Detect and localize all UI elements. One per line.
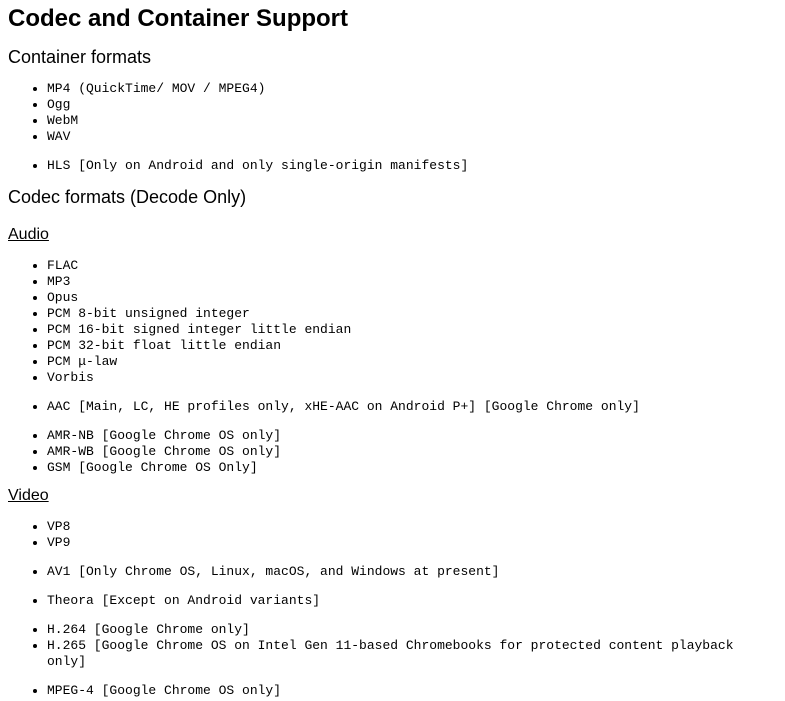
list-group-gap: [8, 415, 777, 428]
list-group: HLS [Only on Android and only single-ori…: [8, 158, 777, 174]
list-item: PCM 8-bit unsigned integer: [47, 306, 777, 322]
list-group-gap: [8, 580, 777, 593]
list-item: AV1 [Only Chrome OS, Linux, macOS, and W…: [47, 564, 777, 580]
page-title: Codec and Container Support: [8, 5, 349, 32]
video-codecs-list: VP8VP9AV1 [Only Chrome OS, Linux, macOS,…: [8, 519, 777, 699]
list-item: Ogg: [47, 97, 777, 113]
list-item: MPEG-4 [Google Chrome OS only]: [47, 683, 777, 699]
list-item: AMR-NB [Google Chrome OS only]: [47, 428, 777, 444]
list-group-gap: [8, 670, 777, 683]
list-item: PCM 32-bit float little endian: [47, 338, 777, 354]
list-item: MP3: [47, 274, 777, 290]
list-group-gap: [8, 386, 777, 399]
list-item: PCM 16-bit signed integer little endian: [47, 322, 777, 338]
list-group-gap: [8, 551, 777, 564]
list-item: VP8: [47, 519, 777, 535]
list-group-gap: [8, 609, 777, 622]
list-item: AMR-WB [Google Chrome OS only]: [47, 444, 777, 460]
list-group: MP4 (QuickTime/ MOV / MPEG4)OggWebMWAV: [8, 81, 777, 145]
list-item: MP4 (QuickTime/ MOV / MPEG4): [47, 81, 777, 97]
video-heading: Video: [8, 487, 49, 504]
list-item: VP9: [47, 535, 777, 551]
list-group: H.264 [Google Chrome only]H.265 [Google …: [8, 622, 777, 670]
list-group: FLACMP3OpusPCM 8-bit unsigned integerPCM…: [8, 258, 777, 386]
list-item: PCM μ-law: [47, 354, 777, 370]
container-formats-list: MP4 (QuickTime/ MOV / MPEG4)OggWebMWAV HL…: [8, 81, 777, 174]
list-item: Opus: [47, 290, 777, 306]
list-item: H.264 [Google Chrome only]: [47, 622, 777, 638]
audio-codecs-list: FLACMP3OpusPCM 8-bit unsigned integerPCM…: [8, 258, 777, 476]
list-group-gap: [8, 145, 777, 158]
list-item: WAV: [47, 129, 777, 145]
list-item: HLS [Only on Android and only single-ori…: [47, 158, 777, 174]
list-group: MPEG-4 [Google Chrome OS only]: [8, 683, 777, 699]
codec-formats-heading: Codec formats (Decode Only): [8, 187, 247, 207]
list-item: Theora [Except on Android variants]: [47, 593, 777, 609]
list-group: Theora [Except on Android variants]: [8, 593, 777, 609]
container-formats-heading: Container formats: [8, 47, 152, 67]
list-group: VP8VP9: [8, 519, 777, 551]
list-group: AAC [Main, LC, HE profiles only, xHE-AAC…: [8, 399, 777, 415]
list-item: WebM: [47, 113, 777, 129]
list-item: GSM [Google Chrome OS Only]: [47, 460, 777, 476]
list-group: AMR-NB [Google Chrome OS only]AMR-WB [Go…: [8, 428, 777, 476]
list-item: Vorbis: [47, 370, 777, 386]
list-group: AV1 [Only Chrome OS, Linux, macOS, and W…: [8, 564, 777, 580]
list-item: AAC [Main, LC, HE profiles only, xHE-AAC…: [47, 399, 777, 415]
list-item: FLAC: [47, 258, 777, 274]
audio-heading: Audio: [8, 226, 49, 243]
list-item: H.265 [Google Chrome OS on Intel Gen 11-…: [47, 638, 777, 670]
